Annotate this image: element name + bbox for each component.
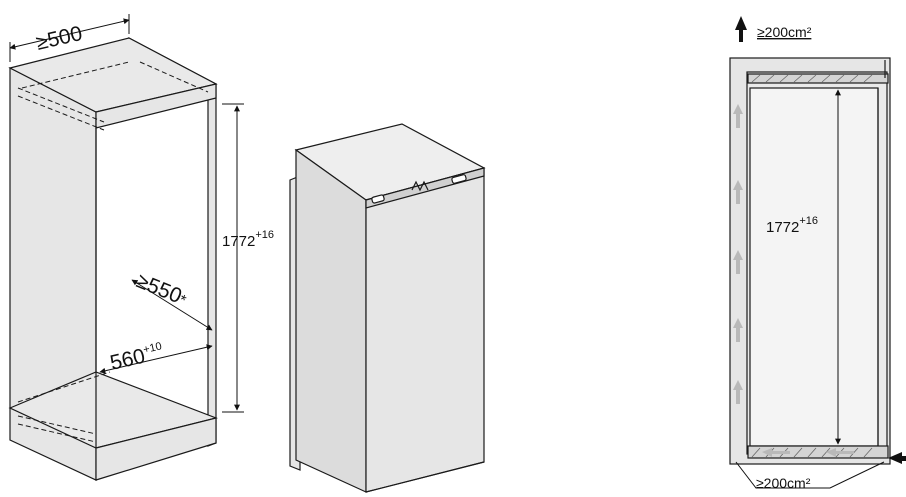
side-view — [729, 57, 891, 465]
bottom-vent-label: ≥200cm² — [756, 475, 811, 491]
up-arrow-icon — [735, 16, 747, 42]
appliance — [289, 123, 486, 493]
depth-dimension — [131, 279, 213, 331]
bottom-vent-leader — [735, 461, 885, 489]
cabinet-hidden-lines — [17, 61, 209, 443]
side-height-label: 1772+16 — [766, 215, 818, 236]
left-arrow-icon — [888, 452, 906, 464]
width-label: ≥500 — [34, 22, 85, 55]
height-label: 1772+16 — [222, 229, 274, 250]
airflow-arrow-icons — [733, 104, 854, 457]
top-vent-label: ≥200cm² — [757, 24, 812, 40]
depth-label: ≥550* — [133, 269, 190, 310]
niche-dimension — [99, 344, 213, 374]
cabinet-niche — [8, 37, 218, 481]
width-dimension — [9, 14, 130, 62]
niche-label: 560+10 — [108, 340, 166, 374]
side-hatching — [751, 74, 873, 458]
height-dimension — [222, 103, 244, 413]
